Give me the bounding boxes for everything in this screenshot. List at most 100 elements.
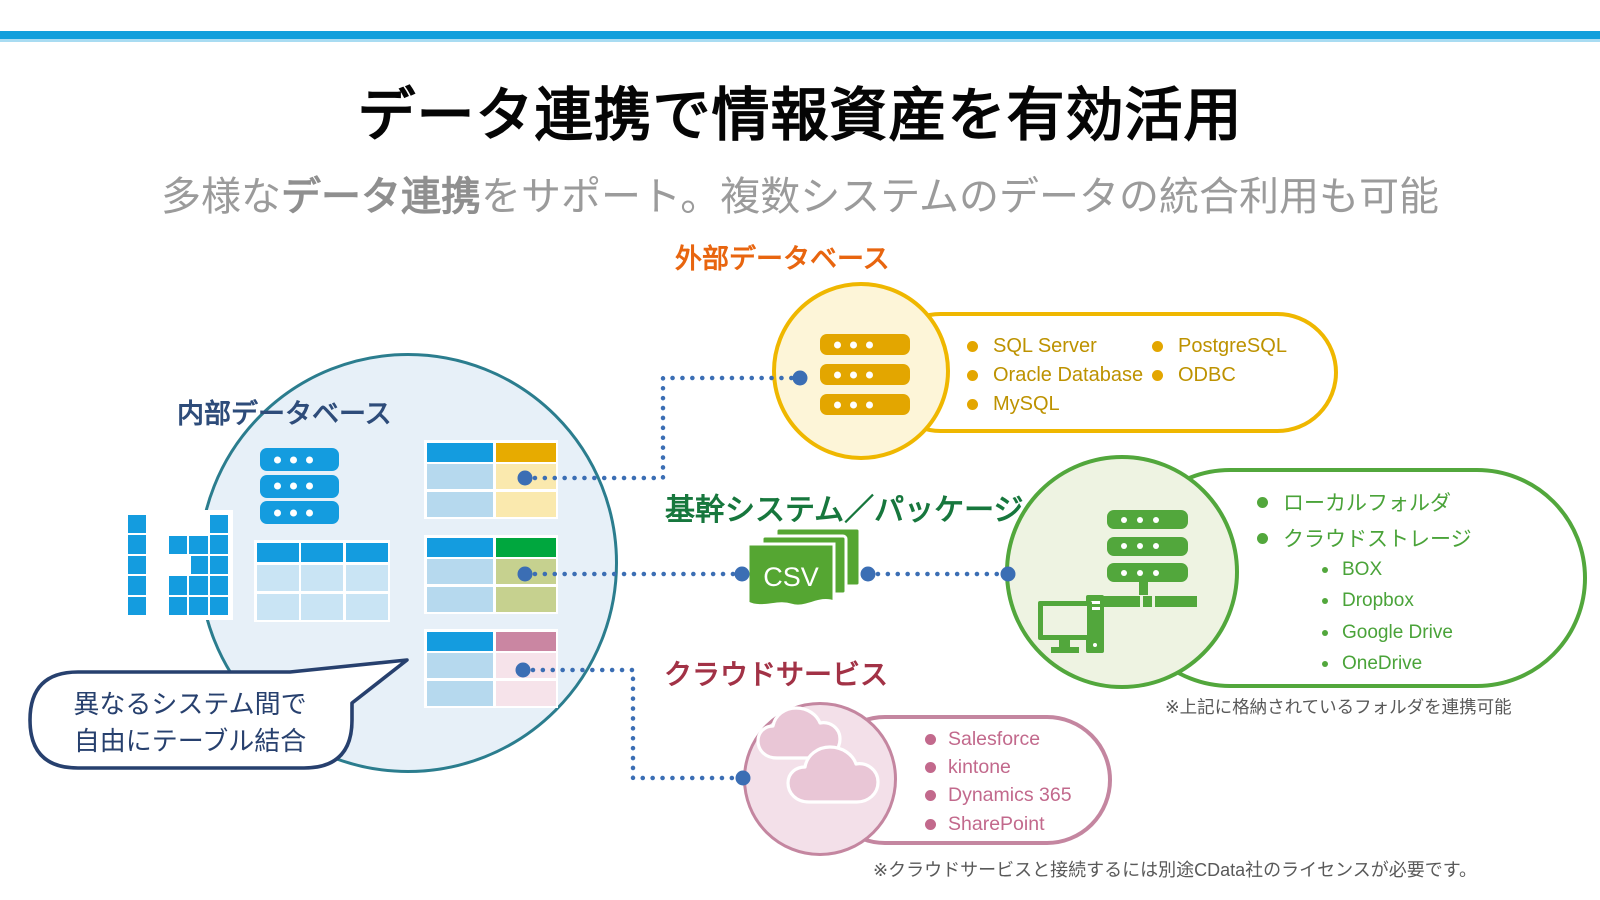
server-led bbox=[1137, 516, 1143, 523]
csv-files-icon: CSV bbox=[746, 526, 862, 608]
table-header-cell bbox=[495, 537, 556, 557]
external-db-pill bbox=[880, 312, 1338, 433]
server-led bbox=[306, 509, 313, 516]
server-led bbox=[866, 341, 873, 348]
table-header-cell bbox=[426, 442, 493, 462]
server-bar bbox=[260, 501, 339, 524]
list-item: Dropbox bbox=[1322, 586, 1453, 618]
bullet-icon bbox=[1322, 629, 1328, 636]
list-item: OneDrive bbox=[1322, 649, 1453, 681]
storage-list-main: ローカルフォルダ クラウドストレージ bbox=[1257, 484, 1472, 556]
internal-db-label: 内部データベース bbox=[177, 399, 392, 429]
monitor-base bbox=[1051, 647, 1079, 653]
bullet-icon bbox=[1257, 496, 1268, 508]
table-cell bbox=[345, 564, 388, 591]
table-yellow-join bbox=[424, 440, 558, 519]
database-server-icon-gold bbox=[820, 334, 910, 415]
cloud-services-list: Salesforce kintone Dynamics 365 SharePoi… bbox=[925, 725, 1072, 838]
list-item-label: Salesforce bbox=[948, 727, 1041, 750]
list-item-label: ODBC bbox=[1178, 364, 1236, 386]
server-bar bbox=[820, 334, 910, 355]
server-led bbox=[1121, 543, 1127, 549]
table-pink-join bbox=[424, 629, 558, 708]
bullet-icon bbox=[925, 818, 936, 830]
table-header-cell bbox=[495, 631, 556, 651]
bullet-icon bbox=[925, 761, 936, 773]
server-led bbox=[1153, 516, 1159, 523]
server-led bbox=[1153, 543, 1159, 549]
table-green-join bbox=[424, 535, 558, 614]
list-item-label: OneDrive bbox=[1342, 653, 1423, 675]
server-bar bbox=[1107, 510, 1188, 529]
server-bar bbox=[260, 448, 339, 471]
table-cell bbox=[256, 564, 299, 591]
server-led bbox=[834, 401, 841, 408]
subtitle-bold: データ連携 bbox=[281, 175, 481, 219]
server-led bbox=[274, 482, 281, 490]
server-bar bbox=[820, 394, 910, 415]
bubble-line2: 自由にテーブル結合 bbox=[73, 726, 307, 756]
connector-endpoint bbox=[734, 566, 750, 582]
server-led bbox=[1153, 569, 1159, 576]
server-led bbox=[1137, 569, 1143, 576]
bullet-icon bbox=[1322, 661, 1328, 668]
server-led bbox=[290, 456, 297, 463]
list-item-label: BOX bbox=[1342, 558, 1383, 580]
page-subtitle: 多様なデータ連携をサポート。複数システムのデータの統合利用も可能 bbox=[0, 164, 1600, 222]
subtitle-suffix: をサポート。複数システムのデータの統合利用も可能 bbox=[481, 175, 1439, 219]
bullet-icon bbox=[967, 399, 978, 410]
table-cell bbox=[345, 593, 388, 620]
server-led bbox=[866, 371, 873, 378]
server-led bbox=[866, 401, 873, 408]
list-item-label: PostgreSQL bbox=[1178, 335, 1287, 357]
table-cell bbox=[426, 559, 493, 584]
connector-endpoint bbox=[860, 566, 876, 582]
top-accent-bar-light bbox=[0, 39, 1600, 42]
bullet-icon bbox=[967, 370, 978, 381]
table-3col bbox=[254, 540, 390, 622]
page-title: データ連携で情報資産を有効活用 bbox=[357, 83, 1243, 148]
bullet-icon bbox=[1322, 566, 1328, 573]
table-cell bbox=[495, 586, 556, 612]
server-led bbox=[850, 341, 857, 348]
table-cell bbox=[301, 564, 343, 591]
cloud-services-label: クラウドサービス bbox=[664, 659, 889, 690]
list-item-label: MySQL bbox=[993, 393, 1060, 415]
list-item: MySQL bbox=[967, 390, 1143, 419]
table-cell bbox=[426, 491, 493, 517]
server-led bbox=[834, 341, 841, 348]
list-item: ローカルフォルダ bbox=[1257, 484, 1472, 520]
table-header-cell bbox=[345, 542, 388, 562]
list-item: SharePoint bbox=[925, 810, 1072, 838]
bullet-icon bbox=[1257, 532, 1268, 544]
server-led bbox=[1137, 543, 1143, 549]
bullet-icon bbox=[1152, 341, 1163, 352]
csv-sheet-back bbox=[774, 526, 862, 588]
server-led bbox=[850, 401, 857, 408]
list-item-label: Oracle Database bbox=[993, 364, 1144, 386]
database-server-icon-blue bbox=[260, 448, 339, 524]
table-cell bbox=[495, 653, 556, 678]
server-led bbox=[290, 509, 297, 516]
bullet-icon bbox=[967, 341, 978, 352]
table-cell bbox=[495, 464, 556, 489]
cloud-services-circle bbox=[743, 702, 897, 856]
table-cell bbox=[426, 464, 493, 489]
server-led bbox=[834, 371, 841, 378]
list-item: クラウドストレージ bbox=[1257, 520, 1472, 556]
table-cell bbox=[495, 680, 556, 706]
network-link bbox=[1098, 596, 1140, 607]
server-bar bbox=[260, 474, 339, 498]
network-link bbox=[1155, 596, 1197, 607]
table-header-cell bbox=[256, 542, 299, 562]
server-bar bbox=[820, 364, 910, 385]
external-db-list-col1: SQL Server Oracle Database MySQL bbox=[967, 332, 1143, 419]
bullet-icon bbox=[925, 790, 936, 802]
cloud-note: ※クラウドサービスと接続するには別途CData社のライセンスが必要です。 bbox=[873, 860, 1477, 880]
list-item-label: Dropbox bbox=[1342, 590, 1414, 612]
server-led bbox=[850, 371, 857, 378]
table-header-cell bbox=[426, 537, 493, 557]
list-item-label: Dynamics 365 bbox=[948, 784, 1072, 807]
server-led bbox=[274, 456, 281, 463]
